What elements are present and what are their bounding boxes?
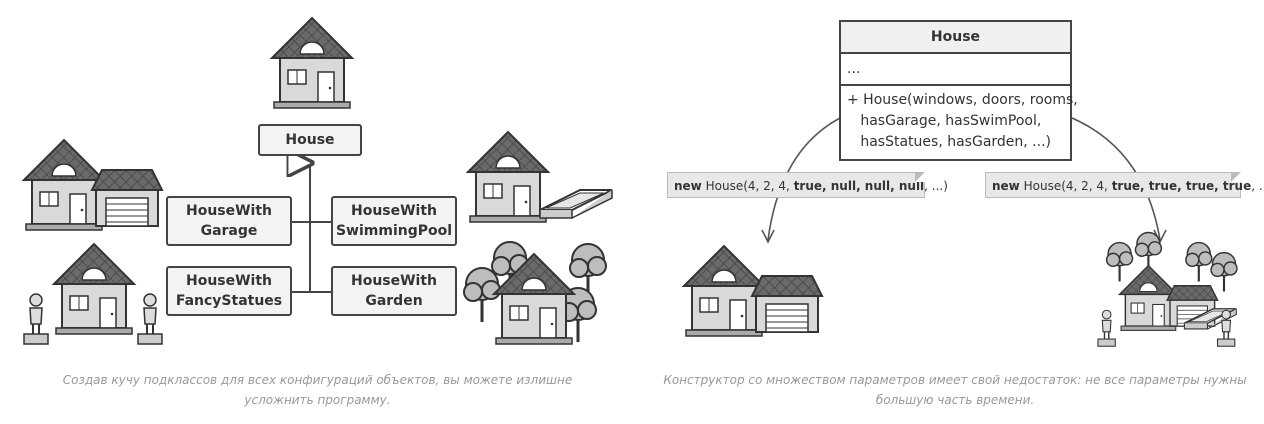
call-prefix: House(4, 2, 4, (1019, 179, 1112, 193)
class-house-with-fancy-statues: HouseWith FancyStatues (166, 266, 292, 316)
house-basic-image (271, 17, 353, 109)
class-house: House (258, 124, 362, 156)
call-suffix: , ...) (1251, 179, 1264, 193)
house-pool-image (467, 131, 613, 223)
class-name-line1: HouseWith (350, 203, 438, 219)
result-house-full-image (1097, 231, 1239, 347)
call-suffix: , ...) (924, 179, 948, 193)
note-fold-icon (1231, 172, 1241, 182)
class-name-line2: Garden (365, 293, 423, 309)
class-name-line2: SwimmingPool (335, 223, 453, 239)
house-garden-image (462, 240, 608, 345)
result-house-garage-image (683, 245, 823, 337)
inheritance-lines (292, 163, 331, 293)
class-name-line1: HouseWith (185, 203, 273, 219)
caption-right: Конструктор со множеством параметров име… (660, 370, 1250, 410)
uml-fields: ... (841, 54, 1070, 86)
call-prefix: House(4, 2, 4, (701, 179, 794, 193)
note-fold-icon (915, 172, 925, 182)
house-statues-image (23, 243, 163, 345)
class-house-with-garage: HouseWith Garage (166, 196, 292, 246)
house-garage-image (23, 139, 163, 231)
caption-right-line1: Конструктор со множеством параметров име… (663, 373, 1247, 387)
class-house-with-garden: HouseWith Garden (331, 266, 457, 316)
caption-left-line1: Создав кучу подклассов для всех конфигур… (62, 373, 573, 387)
constructor-call-note-left: new House(4, 2, 4, true, null, null, nul… (667, 172, 948, 198)
keyword-new: new (674, 179, 702, 193)
keyword-new: new (992, 179, 1020, 193)
class-name-line2: FancyStatues (175, 293, 283, 309)
class-name-line2: Garage (200, 223, 258, 239)
class-name-line1: HouseWith (350, 273, 438, 289)
uml-class-house: House ... + House(windows, doors, rooms,… (839, 20, 1078, 161)
caption-left-line2: усложнить программу. (244, 393, 391, 407)
class-house-with-swimming-pool: HouseWith SwimmingPool (331, 196, 457, 246)
constructor-arrows (761, 117, 1167, 244)
call-args: true, true, true, true (1111, 179, 1252, 193)
call-args: true, null, null, null (793, 179, 925, 193)
uml-constructor: + House(windows, doors, rooms, hasGarage… (847, 92, 1078, 150)
caption-left: Создав кучу подклассов для всех конфигур… (40, 370, 595, 410)
class-name-line1: HouseWith (185, 273, 273, 289)
uml-class-name: House (841, 22, 1070, 54)
caption-right-line2: большую часть времени. (875, 393, 1035, 407)
constructor-call-note-right: new House(4, 2, 4, true, true, true, tru… (985, 172, 1264, 198)
